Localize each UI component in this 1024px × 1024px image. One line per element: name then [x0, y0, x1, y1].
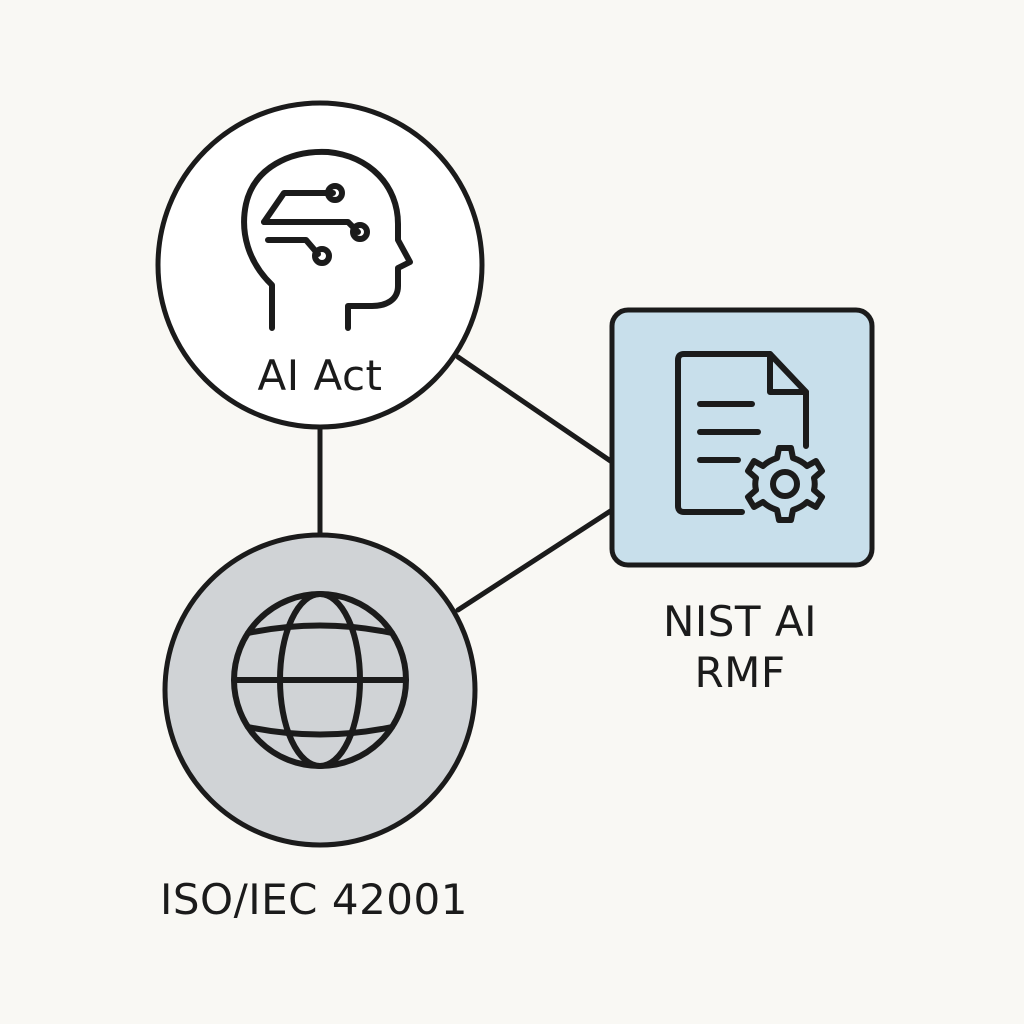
- connector-iso-nist: [455, 507, 615, 613]
- iso-circle: [162, 532, 478, 848]
- nist-box: [609, 307, 875, 568]
- nist-label: NIST AI RMF: [662, 597, 818, 698]
- globe-icon: [231, 591, 409, 769]
- head-circuit-icon: [241, 148, 413, 331]
- document-gear-icon: [675, 351, 825, 523]
- iso-label: ISO/IEC 42001: [160, 875, 468, 924]
- connector-ai-act-nist: [455, 354, 615, 465]
- ai-act-label: AI Act: [257, 351, 383, 400]
- iso-node[interactable]: [162, 532, 478, 848]
- nist-node[interactable]: [609, 307, 875, 568]
- ai-act-node[interactable]: [155, 100, 485, 430]
